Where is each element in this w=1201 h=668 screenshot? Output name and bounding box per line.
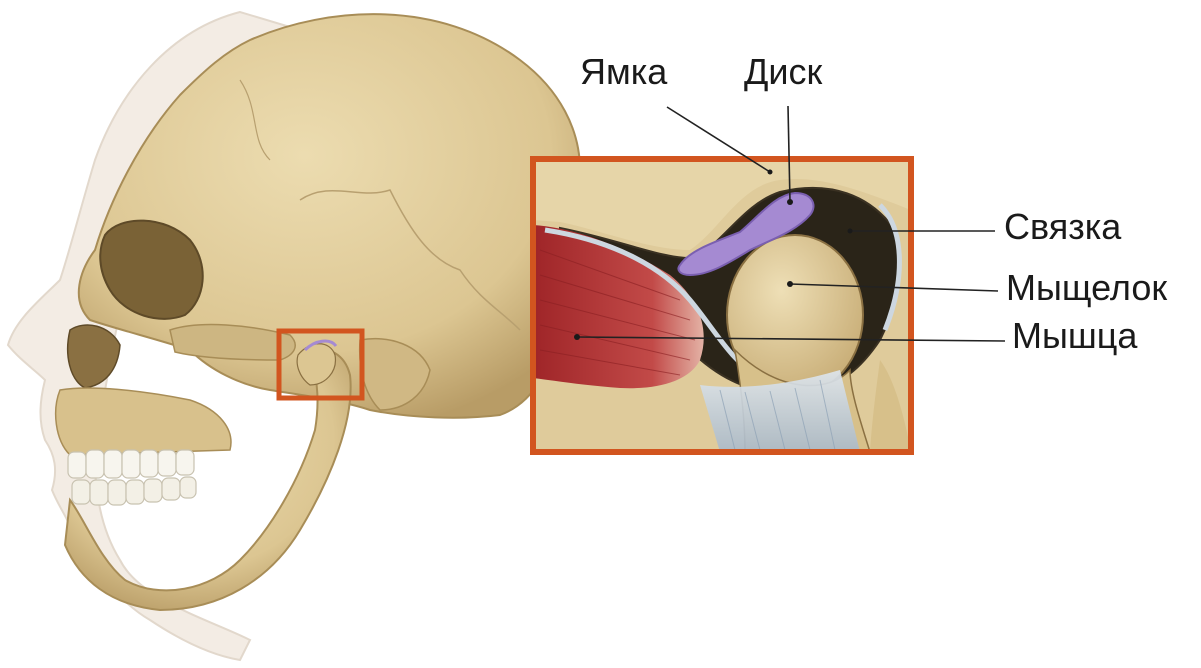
label-condyle: Мыщелок <box>1006 270 1167 306</box>
maxilla <box>56 388 231 455</box>
nasal-cavity <box>68 325 120 388</box>
tmj-inset <box>533 159 911 452</box>
upper-teeth <box>68 450 194 478</box>
label-fossa: Ямка <box>580 54 667 90</box>
label-disc: Диск <box>744 54 822 90</box>
label-ligament: Связка <box>1004 209 1121 245</box>
label-muscle: Мышца <box>1012 318 1137 354</box>
